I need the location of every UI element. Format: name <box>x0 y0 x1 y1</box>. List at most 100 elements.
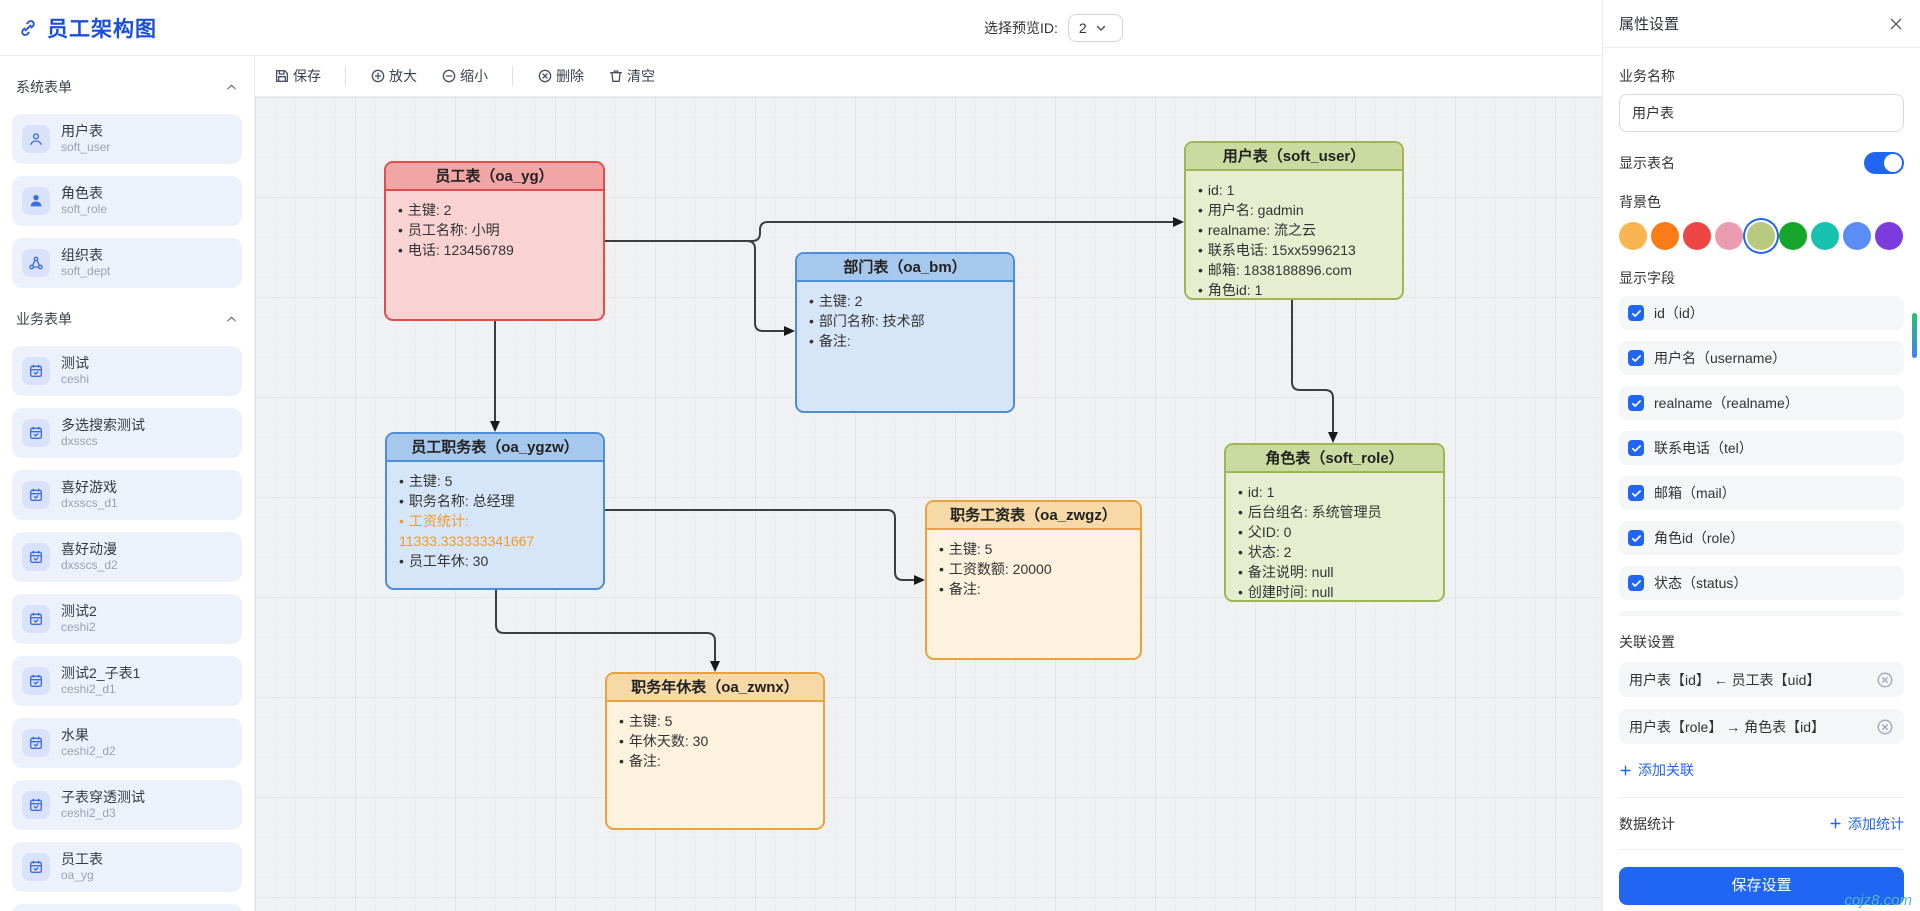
field-checkbox-row[interactable]: 联系电话（tel） <box>1619 431 1904 465</box>
add-stats-link[interactable]: 添加统计 <box>1829 814 1904 834</box>
preview-id-value: 2 <box>1078 20 1087 36</box>
bg-color-swatch-8[interactable] <box>1875 222 1903 250</box>
edge-ygzw-to-zwgz <box>605 509 914 581</box>
preview-id-group: 选择预览ID: 2 <box>984 0 1123 56</box>
bg-color-swatch-7[interactable] <box>1843 222 1871 250</box>
bullet: • <box>619 753 624 769</box>
table-node-field: •联系电话: 15xx5996213 <box>1198 240 1390 260</box>
field-checkbox-row[interactable]: 角色id（role） <box>1619 521 1904 555</box>
checkbox-checked-icon[interactable] <box>1628 350 1644 366</box>
page-title: 员工架构图 <box>47 17 157 41</box>
field-checkbox-row[interactable]: 状态（status） <box>1619 566 1904 600</box>
delete-button[interactable]: 删除 <box>537 66 584 86</box>
checkbox-checked-icon[interactable] <box>1628 305 1644 321</box>
bg-color-swatch-6[interactable] <box>1811 222 1839 250</box>
field-checkbox-row[interactable]: id（id） <box>1619 296 1904 330</box>
table-node-title: 员工表（oa_yg） <box>386 163 603 191</box>
field-text: 联系电话: 15xx5996213 <box>1207 242 1356 258</box>
save-settings-button[interactable]: 保存设置 <box>1619 866 1904 905</box>
field-checkbox-row[interactable]: 用户名（username） <box>1619 341 1904 375</box>
field-text: 后台组名: 系统管理员 <box>1247 504 1382 520</box>
sidebar-section-header[interactable]: 系统表单 <box>12 72 242 102</box>
table-node-field: •主键: 5 <box>619 711 811 731</box>
bg-color-swatch-4[interactable] <box>1747 222 1775 250</box>
scrollbar-thumb[interactable] <box>1912 313 1917 358</box>
remove-relation-icon[interactable] <box>1876 718 1894 736</box>
field-text: 创建时间: null <box>1247 584 1334 600</box>
table-node-title: 职务工资表（oa_zwgz） <box>927 502 1140 530</box>
checkbox-checked-icon[interactable] <box>1628 530 1644 546</box>
table-node-oa_ygzw[interactable]: 员工职务表（oa_ygzw）•主键: 5•职务名称: 总经理•工资统计:1133… <box>385 432 605 590</box>
form-icon <box>22 853 50 881</box>
table-node-oa_yg[interactable]: 员工表（oa_yg）•主键: 2•员工名称: 小明•电话: 123456789 <box>384 161 605 321</box>
table-node-field: •父ID: 0 <box>1238 522 1431 542</box>
field-checkbox-row[interactable]: realname（realname） <box>1619 386 1904 420</box>
clear-button[interactable]: 清空 <box>608 66 655 86</box>
show-table-toggle[interactable] <box>1864 152 1904 174</box>
bg-color-swatch-5[interactable] <box>1779 222 1807 250</box>
table-node-oa_zwnx[interactable]: 职务年休表（oa_zwnx）•主键: 5•年休天数: 30•备注: <box>605 672 825 830</box>
sidebar-item-stub[interactable] <box>12 904 242 911</box>
edge-arrow-yg-to-ygzw <box>490 421 500 432</box>
table-node-field: •员工名称: 小明 <box>398 220 591 240</box>
checkbox-checked-icon[interactable] <box>1628 485 1644 501</box>
bg-color-swatch-2[interactable] <box>1683 222 1711 250</box>
close-icon[interactable] <box>1888 16 1904 32</box>
zoom-out-button[interactable]: 缩小 <box>441 66 488 86</box>
zoom-in-button[interactable]: 放大 <box>370 66 417 86</box>
edge-arrow-ygzw-to-zwgz <box>914 575 925 585</box>
zoom-in-icon <box>370 68 386 84</box>
field-text: 主键: 2 <box>407 202 452 218</box>
sidebar-item-code: ceshi2_d2 <box>61 744 116 759</box>
field-checkbox-label: id（id） <box>1654 305 1704 321</box>
bullet: • <box>399 553 404 569</box>
add-relation-link[interactable]: 添加关联 <box>1619 760 1694 780</box>
bg-color-swatch-1[interactable] <box>1651 222 1679 250</box>
field-checkbox-label: 联系电话（tel） <box>1654 440 1753 456</box>
field-checkbox-label: 状态（status） <box>1654 575 1748 591</box>
bullet: • <box>939 581 944 597</box>
table-node-soft_role[interactable]: 角色表（soft_role）•id: 1•后台组名: 系统管理员•父ID: 0•… <box>1224 443 1445 602</box>
org-icon <box>22 249 50 277</box>
bg-color-swatch-3[interactable] <box>1715 222 1743 250</box>
table-node-oa_zwgz[interactable]: 职务工资表（oa_zwgz）•主键: 5•工资数额: 20000•备注: <box>925 500 1142 660</box>
table-node-field: •主键: 2 <box>398 200 591 220</box>
field-checkbox-row[interactable] <box>1619 611 1904 616</box>
table-node-field: •用户名: gadmin <box>1198 200 1390 220</box>
bullet: • <box>398 222 403 238</box>
link-icon <box>21 19 35 36</box>
save-button[interactable]: 保存 <box>274 66 321 86</box>
sidebar-item-name: 多选搜索测试 <box>61 416 145 433</box>
relation-row: 用户表【role】 → 角色表【id】 <box>1619 709 1904 744</box>
table-node-soft_user[interactable]: 用户表（soft_user）•id: 1•用户名: gadmin•realnam… <box>1184 141 1404 300</box>
checkbox-checked-icon[interactable] <box>1628 575 1644 591</box>
sidebar-item-code: ceshi2_d1 <box>61 682 116 697</box>
checkbox-checked-icon[interactable] <box>1628 440 1644 456</box>
bg-color-swatch-0[interactable] <box>1619 222 1647 250</box>
sidebar-section-title: 系统表单 <box>16 79 72 95</box>
table-node-oa_bm[interactable]: 部门表（oa_bm）•主键: 2•部门名称: 技术部•备注: <box>795 252 1015 413</box>
field-checkbox-row[interactable]: 邮箱（mail） <box>1619 476 1904 510</box>
checkbox-checked-icon[interactable] <box>1628 395 1644 411</box>
preview-id-select[interactable]: 2 <box>1067 14 1123 42</box>
remove-relation-icon[interactable] <box>1876 671 1894 689</box>
business-name-input[interactable] <box>1619 94 1904 132</box>
sidebar-section-header[interactable]: 业务表单 <box>12 304 242 334</box>
